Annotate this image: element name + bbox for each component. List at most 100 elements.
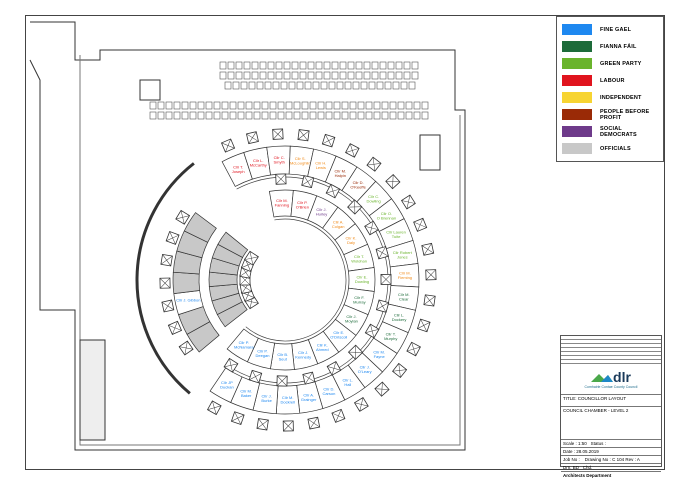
legend-label: OFFICIALS [600,145,631,152]
gallery-seat [251,71,259,80]
legend-swatch [562,92,592,103]
gallery-seat [272,81,280,90]
councillor-name: Cllr A.Colgan [332,219,345,229]
scale-label: Scale : [563,441,577,446]
councillor-name: Cllr H.Lewis [315,160,326,170]
legend-item: LABOUR [562,72,658,89]
councillor-name: Cllr M.Fanning [275,198,289,208]
gallery-seat [309,101,317,110]
gallery-seat [320,81,328,90]
gallery-seat [269,101,277,110]
legend-item: FIANNA FÁIL [562,38,658,55]
gallery-seat [264,81,272,90]
chair-icon [416,318,431,333]
gallery-seat [189,111,197,120]
gallery-seat [309,111,317,120]
gallery-seat [304,81,312,90]
chamber-wall-arc [135,162,195,395]
legend-item: FINE GAEL [562,21,658,38]
council-name: Comhairle Contae County Council [584,385,638,389]
councillor-name: Cllr K.Ahmed [316,342,329,352]
gallery-seat [403,61,411,70]
chair-icon [302,371,316,385]
councillor-name: Cllr J. Gibbon [176,297,200,302]
gallery-seat [213,111,221,120]
mountain-logo-icon [591,374,614,382]
chair-icon [256,418,269,431]
legend-item: INDEPENDENT [562,89,658,106]
public-gallery-seating [149,61,429,120]
legend-label: PEOPLE BEFORE PROFIT [600,108,650,121]
gallery-seat [259,71,267,80]
councillor-name: Cllr E.Dowling [355,275,369,285]
chair-icon [331,408,346,423]
chair-icon [275,173,287,185]
scale-row: Scale : 1:50 Status : [561,439,661,447]
councillor-name: Cllr M.Baker [240,389,252,399]
gallery-seat [243,61,251,70]
gallery-seat [259,61,267,70]
councillor-name: Cllr M.Halpin [335,169,347,179]
gallery-seat [261,111,269,120]
councillor-name: Cllr E.O'Driscoll [330,330,347,340]
councillor-name: Cllr D.O'Keeffe [350,180,366,190]
councillor-name: Cllr J.Moylan [345,314,358,324]
gallery-seat [165,101,173,110]
gallery-seat [221,101,229,110]
chair-icon [220,138,236,153]
gallery-seat [339,71,347,80]
chair-icon [353,397,369,412]
chair-icon [385,173,401,190]
councillor-name: Cllr D.Carson [322,387,335,397]
chair-icon [325,183,341,199]
gallery-seat [248,81,256,90]
chair-icon [326,360,342,376]
legend-swatch [562,143,592,154]
gallery-seat [403,71,411,80]
gallery-seat [357,101,365,110]
gallery-seat [411,61,419,70]
gallery-seat [395,71,403,80]
gallery-seat [339,61,347,70]
councillor-name: Cllr J.Burke [261,394,272,404]
gallery-seat [165,111,173,120]
sheet-border [25,15,665,470]
gallery-seat [347,61,355,70]
status-label: Status : [590,441,606,446]
gallery-seat [277,101,285,110]
gallery-seat [269,111,277,120]
councillor-name: Cllr F.Murray [353,295,365,305]
councillor-name: Cllr L.Dockery [392,312,407,322]
gallery-seat [381,101,389,110]
revision-table [561,336,661,364]
gallery-seat [363,71,371,80]
gallery-seat [349,101,357,110]
gallery-seat [261,101,269,110]
drawing-title: TITLE: COUNCILLOR LAYOUT [561,394,661,406]
chair-icon [364,323,380,339]
gallery-seat [312,81,320,90]
legend-swatch [562,24,592,35]
chair-icon [400,194,416,210]
gallery-seat [397,111,405,120]
chair-icon [206,400,222,416]
gallery-seat [357,111,365,120]
legend-item: PEOPLE BEFORE PROFIT [562,106,658,123]
gallery-seat [365,101,373,110]
gallery-seat [280,81,288,90]
ring-edge [227,176,389,384]
chair-icon [423,294,436,307]
drawn-row: Drn. BD Chd. [561,463,661,471]
chair-icon [366,156,382,172]
gallery-seat [355,61,363,70]
chair-icon [165,231,180,245]
gallery-seat [368,81,376,90]
checked-by: Chd. [582,465,593,470]
chair-icon [282,420,294,432]
gallery-seat [360,81,368,90]
gallery-seat [189,101,197,110]
gallery-seat [317,111,325,120]
